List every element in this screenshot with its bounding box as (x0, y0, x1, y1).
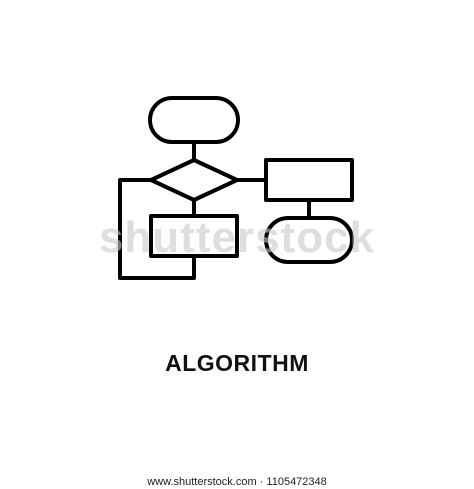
decision-diamond-shape (149, 158, 239, 202)
loop-back-connector (118, 178, 196, 280)
footer-credit-text: www.shutterstock.com · 1105472348 (147, 476, 327, 488)
footer-bar (0, 468, 474, 489)
diagram-title: ALGORITHM (165, 350, 309, 376)
end-terminator-shape (264, 216, 354, 264)
start-terminator-shape (148, 96, 240, 144)
right-process-box-shape (264, 158, 354, 202)
lower-process-box-shape (149, 214, 239, 258)
